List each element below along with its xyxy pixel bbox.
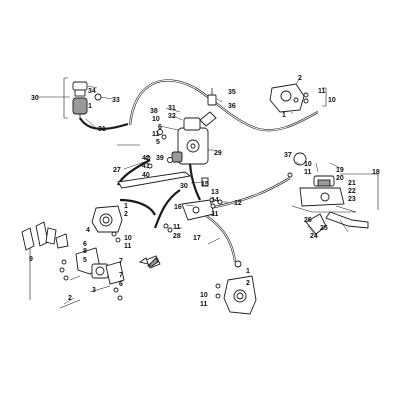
callout-7: 7	[119, 258, 123, 265]
callout-34: 34	[88, 88, 96, 95]
callout-9: 9	[29, 256, 33, 263]
callout-8: 8	[83, 248, 87, 255]
callout-16: 16	[174, 204, 182, 211]
callout-2b: 2	[124, 211, 128, 218]
callout-26: 26	[304, 217, 312, 224]
callout-10b: 10	[328, 97, 336, 104]
callout-19: 19	[336, 167, 344, 174]
right-master-cylinder	[287, 172, 379, 235]
callout-17: 17	[193, 235, 201, 242]
callout-32: 32	[168, 113, 176, 120]
callout-1d: 1	[246, 268, 250, 275]
callout-11: 11	[152, 131, 160, 138]
callout-3: 3	[92, 287, 96, 294]
brake-pads	[21, 221, 69, 300]
callout-36: 36	[228, 103, 236, 110]
callout-6c: 6	[119, 281, 123, 288]
callout-12: 12	[234, 200, 242, 207]
leader-lines	[37, 85, 349, 305]
callout-1: 1	[88, 103, 92, 110]
callout-11c: 11	[211, 211, 219, 218]
callout-28: 28	[173, 233, 181, 240]
callout-2: 2	[298, 75, 302, 82]
callout-2c: 2	[68, 295, 72, 302]
callout-40: 40	[142, 172, 150, 179]
callout-5b: 5	[83, 257, 87, 264]
brake-lever-arm	[117, 155, 192, 189]
reservoir-assembly	[63, 77, 113, 129]
caliper-top-right	[269, 77, 327, 114]
callout-6b: 6	[83, 241, 87, 248]
callout-33: 33	[112, 97, 120, 104]
callout-41: 41	[142, 163, 150, 170]
callout-11f: 11	[124, 243, 132, 250]
callout-21: 21	[348, 180, 356, 187]
caliper-bottom-center	[215, 260, 257, 315]
callout-10: 10	[152, 116, 160, 123]
callout-7b: 7	[119, 272, 123, 279]
callout-1c: 1	[124, 203, 128, 210]
callout-22: 22	[348, 188, 356, 195]
pressure-sensor	[207, 88, 223, 106]
callout-20: 20	[336, 175, 344, 182]
o-ring	[293, 152, 307, 166]
caliper-lower-left	[59, 247, 125, 309]
callout-5: 5	[156, 139, 160, 146]
callout-23: 23	[348, 196, 356, 203]
center-bracket-assembly	[163, 177, 228, 233]
callout-10d: 10	[124, 235, 132, 242]
callout-2d: 2	[246, 280, 250, 287]
callout-30: 30	[31, 95, 39, 102]
callout-11b: 11	[318, 88, 326, 95]
callout-37: 37	[284, 152, 292, 159]
callout-10e: 10	[200, 292, 208, 299]
callout-30b: 30	[180, 183, 188, 190]
callout-27: 27	[113, 167, 121, 174]
callout-35: 35	[228, 89, 236, 96]
callout-labels: 30 34 33 1 31 38 31 32 10 6 11 5 29 35 3…	[29, 75, 380, 308]
center-master-cylinder	[157, 111, 217, 165]
callout-13: 13	[211, 189, 219, 196]
callout-31: 31	[98, 126, 106, 133]
callout-24: 24	[310, 233, 318, 240]
callout-6: 6	[158, 124, 162, 131]
callout-1b: 1	[282, 112, 286, 119]
direction-arrow-icon	[146, 257, 159, 267]
callout-18: 18	[372, 169, 380, 176]
callout-15: 15	[201, 181, 209, 188]
callout-42: 42	[142, 155, 150, 162]
callout-11e: 11	[304, 169, 312, 176]
callout-31b: 31	[168, 105, 176, 112]
callout-38: 38	[150, 108, 158, 115]
callout-29: 29	[214, 150, 222, 157]
callout-11g: 11	[200, 301, 208, 308]
callout-14: 14	[211, 197, 219, 204]
caliper-left-upper	[91, 205, 123, 243]
callout-25: 25	[320, 225, 328, 232]
callout-11d: 11	[173, 224, 181, 231]
callout-39: 39	[156, 155, 164, 162]
callout-4: 4	[86, 227, 90, 234]
callout-10c: 10	[304, 161, 312, 168]
